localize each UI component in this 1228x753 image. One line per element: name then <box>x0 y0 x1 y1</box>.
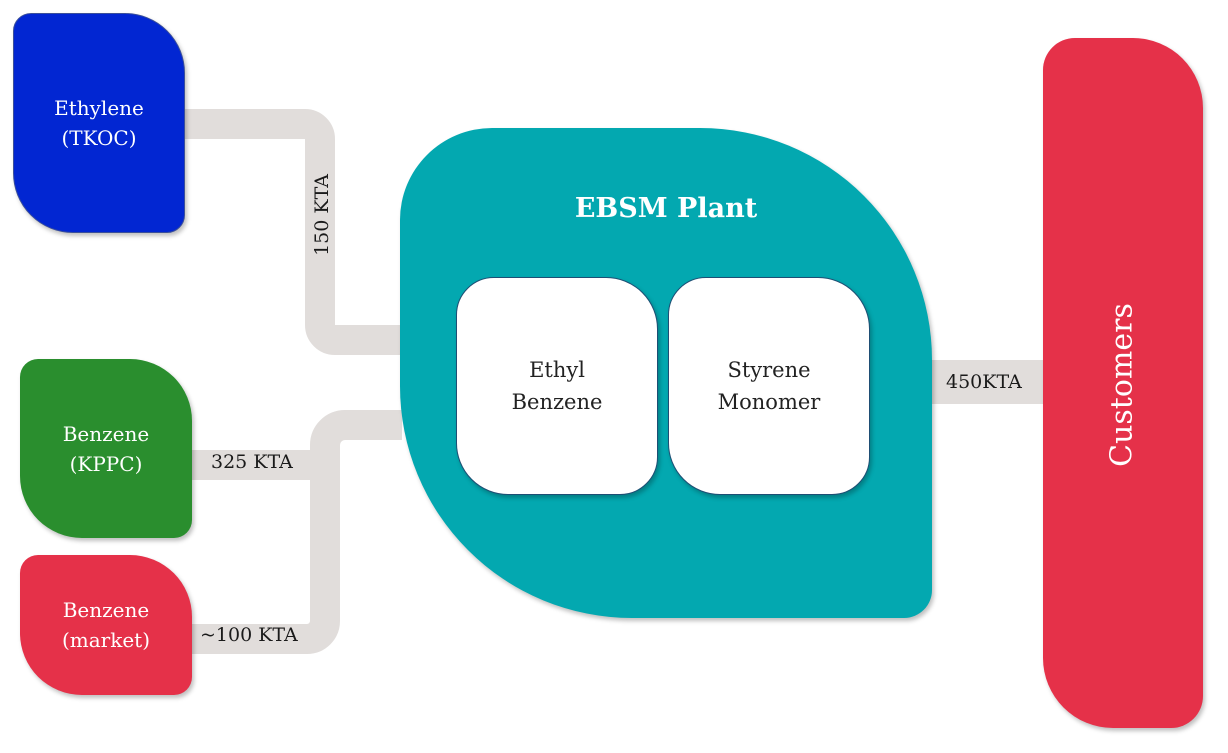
customers-flow-label: 450KTA <box>946 371 1022 393</box>
pipe-ethylene-to-plant <box>183 109 402 355</box>
benzene-market-supplier: (market) <box>61 628 151 652</box>
ethyl-benzene-line2: Benzene <box>511 390 603 414</box>
pipe-trunk-to-plant <box>310 410 402 465</box>
benzene-market-label: Benzene <box>62 598 150 622</box>
styrene-monomer-unit: Styrene Monomer <box>668 277 870 495</box>
ethylene-supplier: (TKOC) <box>61 126 137 150</box>
ethyl-benzene-line1: Ethyl <box>529 358 585 382</box>
pipe-market-to-plant <box>192 445 340 654</box>
ethylene-source-node: Ethylene (TKOC) <box>13 13 185 233</box>
customers-label: Customers <box>1104 303 1140 467</box>
benzene-kppc-supplier: (KPPC) <box>69 451 143 476</box>
market-flow-label: ~100 KTA <box>200 624 298 646</box>
benzene-kppc-source-node: Benzene (KPPC) <box>20 359 192 538</box>
ethylene-flow-label: 150 KTA <box>311 174 333 256</box>
ebsm-plant-title: EBSM Plant <box>574 193 758 224</box>
ebsm-plant-node: EBSM Plant Ethyl Benzene Styrene Monomer <box>400 128 932 618</box>
benzene-market-source-node: Benzene (market) <box>20 555 192 695</box>
benzene-kppc-label: Benzene <box>62 421 150 446</box>
ethyl-benzene-unit: Ethyl Benzene <box>456 277 658 495</box>
ethylene-label: Ethylene <box>54 96 144 120</box>
styrene-monomer-line1: Styrene <box>727 358 811 382</box>
customers-node <box>1043 38 1203 728</box>
styrene-monomer-line2: Monomer <box>717 390 821 414</box>
kppc-flow-label: 325 KTA <box>211 451 293 473</box>
